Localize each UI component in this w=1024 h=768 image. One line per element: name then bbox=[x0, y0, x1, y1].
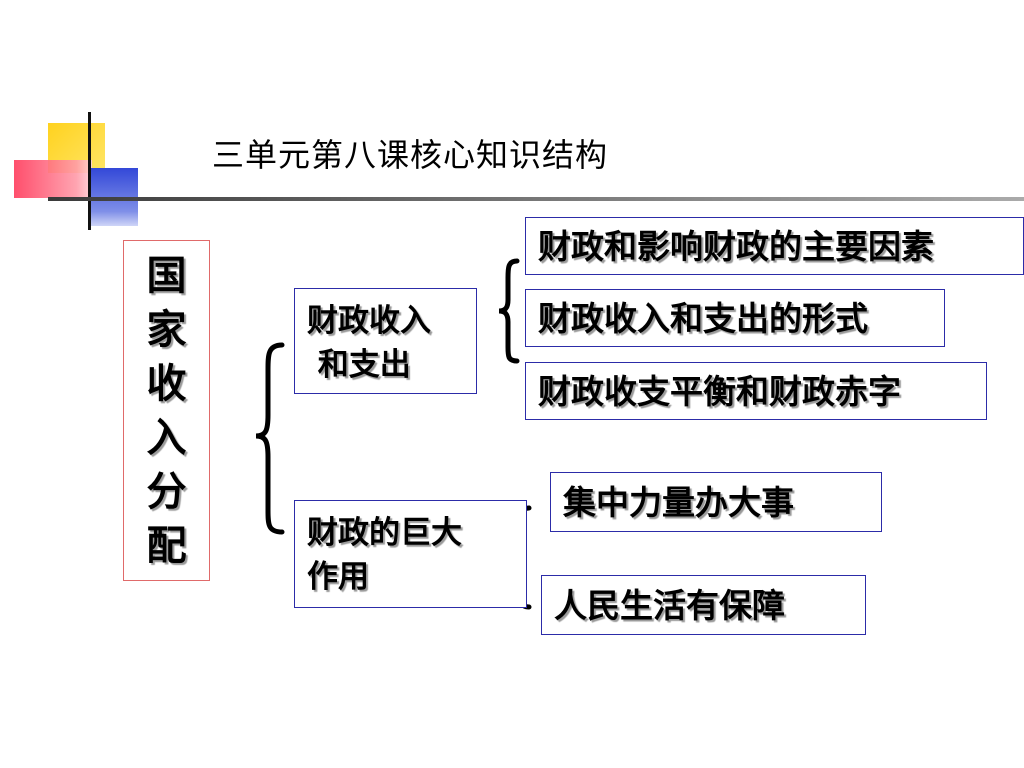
title-underline bbox=[48, 197, 1024, 201]
root-char: 家 bbox=[146, 307, 187, 353]
logo-red-bar bbox=[14, 160, 92, 198]
branch-label: 财政收入 和支出 bbox=[307, 303, 431, 383]
root-char: 收 bbox=[146, 361, 187, 407]
leaf-node: 财政收入和支出的形式 bbox=[525, 289, 945, 347]
leaf-node: 财政和影响财政的主要因素 bbox=[525, 217, 1024, 275]
logo-vertical-line bbox=[88, 112, 91, 230]
root-char: 分 bbox=[146, 469, 187, 515]
leaf-label: 财政收支平衡和财政赤字 bbox=[538, 372, 901, 411]
branch-node-1: 财政收入 和支出 bbox=[294, 288, 477, 394]
leaf-node: 财政收支平衡和财政赤字 bbox=[525, 362, 987, 420]
leaf-node: 人民生活有保障 bbox=[541, 575, 866, 635]
root-node: 国 家 收 入 分 配 bbox=[123, 240, 210, 581]
brace-root bbox=[255, 342, 285, 535]
leaf-label: 集中力量办大事 bbox=[563, 483, 794, 522]
branch-node-2: 财政的巨大 作用 bbox=[294, 500, 527, 608]
leaf-node: 集中力量办大事 bbox=[550, 472, 882, 532]
root-char: 入 bbox=[146, 415, 187, 461]
root-char: 国 bbox=[146, 253, 187, 299]
leaf-label: 人民生活有保障 bbox=[554, 586, 785, 625]
root-char: 配 bbox=[146, 523, 187, 569]
leaf-label: 财政和影响财政的主要因素 bbox=[538, 227, 934, 266]
leaf-label: 财政收入和支出的形式 bbox=[538, 299, 868, 338]
brace-branch-1 bbox=[498, 258, 520, 364]
slide-title: 三单元第八课核心知识结构 bbox=[212, 136, 609, 174]
root-label: 国 家 收 入 分 配 bbox=[124, 249, 209, 573]
branch-label: 财政的巨大 作用 bbox=[307, 515, 462, 595]
